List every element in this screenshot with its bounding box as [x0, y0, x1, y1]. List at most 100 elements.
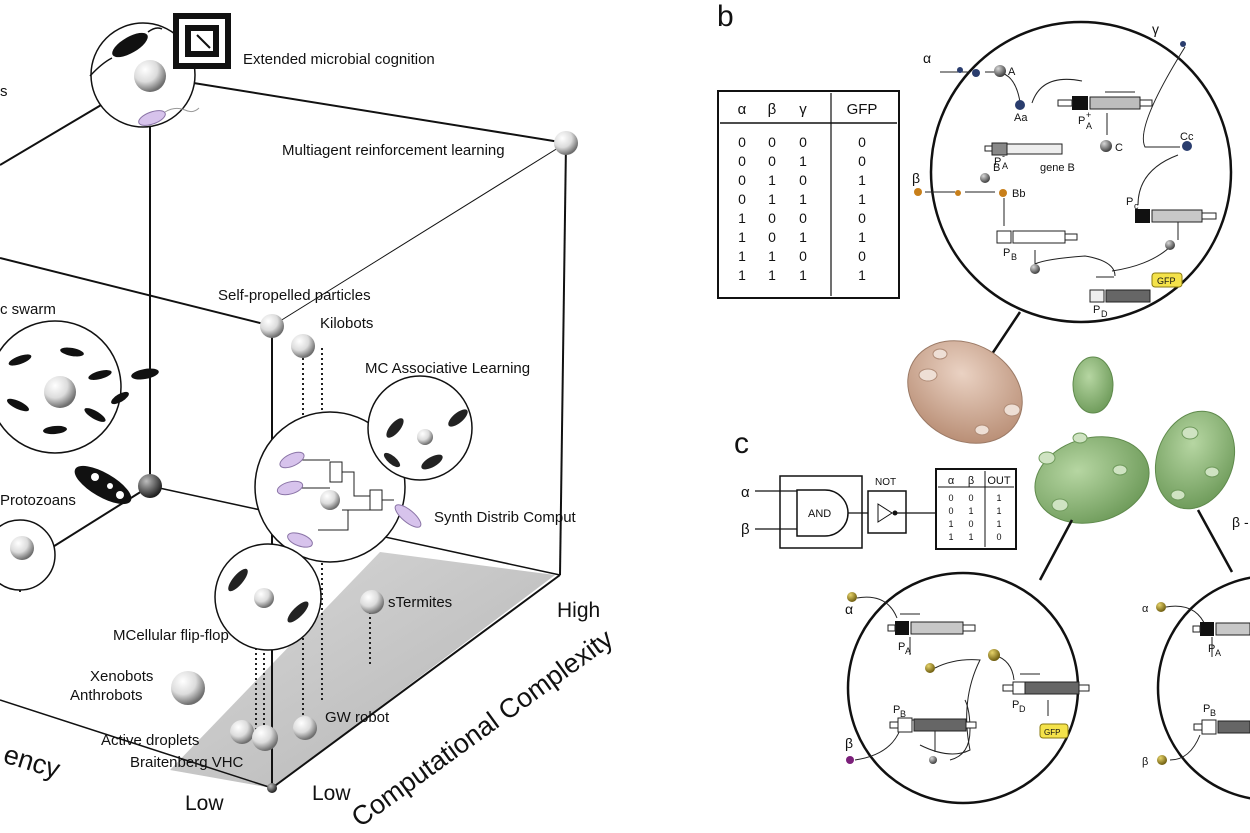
- svg-text:B: B: [1011, 252, 1017, 262]
- truth-table-b-cell: 1: [858, 191, 866, 207]
- truth-table-b-cell: 1: [768, 172, 776, 188]
- truth-table-c-cell: 1: [968, 532, 973, 542]
- sphere-synth: [320, 490, 340, 510]
- svg-text:β -: β -: [1232, 514, 1249, 530]
- truth-table-b-cell: 0: [858, 248, 866, 264]
- truth-table-c-cell: 1: [968, 506, 973, 516]
- truth-table-b-cell: 1: [738, 229, 746, 245]
- truth-table-b-cell: 0: [768, 153, 776, 169]
- svg-text:β: β: [741, 521, 750, 538]
- svg-text:A: A: [1002, 161, 1008, 171]
- svg-text:α: α: [1142, 603, 1149, 615]
- svg-text:α: α: [741, 484, 750, 501]
- svg-text:gene B: gene B: [1040, 162, 1075, 174]
- cube-spheres: [10, 60, 578, 793]
- sphere-stermites: [360, 590, 384, 614]
- svg-text:P: P: [1203, 703, 1210, 715]
- svg-text:β: β: [845, 735, 853, 751]
- svg-text:P: P: [1003, 247, 1010, 259]
- truth-table-b-cell: 1: [768, 248, 776, 264]
- truth-table-c-cell: 1: [948, 532, 953, 542]
- sphere-xenobots: [171, 671, 205, 705]
- axis-low-label-1: Low: [185, 792, 224, 815]
- truth-table-c-cell: 0: [948, 493, 953, 503]
- svg-text:D: D: [1019, 704, 1026, 714]
- truth-table-b-cell: 1: [738, 210, 746, 226]
- truth-table-b-cell: 0: [768, 134, 776, 150]
- truth-table-c-cell: 0: [996, 532, 1001, 542]
- logic-circuit-inset: [300, 459, 394, 531]
- svg-text:Bb: Bb: [1012, 188, 1025, 200]
- label-mc-associative: MC Associative Learning: [365, 360, 530, 377]
- synth-distrib-inset: [254, 411, 406, 563]
- truth-table-b-cell: 1: [738, 248, 746, 264]
- truth-table-b-cell: 1: [858, 267, 866, 283]
- truth-table-b-cell: 1: [799, 229, 807, 245]
- mc-bacteria: [383, 409, 468, 470]
- panel-c-label: c: [734, 427, 749, 460]
- label-kilobots: Kilobots: [320, 315, 373, 332]
- truth-table-b-cell: 1: [858, 229, 866, 245]
- svg-text:γ: γ: [1152, 21, 1159, 37]
- label-protozoans: Protozoans: [0, 492, 76, 509]
- truth-table-b-cell: 1: [768, 267, 776, 283]
- label-multiagent: Multiagent reinforcement learning: [282, 142, 505, 159]
- truth-table-b-cell: 0: [799, 172, 807, 188]
- svg-text:A: A: [1215, 648, 1221, 658]
- truth-table-b-header: β: [768, 101, 777, 118]
- truth-table-c-header: α: [948, 475, 955, 487]
- label-gw-robot: GW robot: [325, 709, 390, 726]
- svg-text:c: c: [1134, 201, 1139, 211]
- sphere-droplets: [230, 720, 254, 744]
- svg-text:P: P: [898, 641, 905, 653]
- maze-icon: [173, 13, 231, 69]
- truth-table-c-cell: 1: [948, 519, 953, 529]
- truth-table-c-header: β: [968, 475, 974, 487]
- label-s-fragment: s: [0, 83, 8, 100]
- svg-text:P: P: [1126, 196, 1133, 208]
- svg-text:B: B: [900, 709, 906, 719]
- genetic-circuit-c-left: α β P A P B P D GFP: [845, 592, 1090, 764]
- svg-text:C: C: [1115, 142, 1123, 154]
- truth-table-c-cell: 1: [996, 493, 1001, 503]
- swarm-particles: [6, 347, 159, 435]
- molecules-b: [914, 41, 1192, 274]
- svg-text:AND: AND: [808, 508, 831, 520]
- truth-table-c-cell: 0: [948, 506, 953, 516]
- synth-cells: [276, 451, 422, 548]
- truth-table-c-cell: 1: [996, 506, 1001, 516]
- sphere-protozoan-inset: [10, 536, 34, 560]
- circuit-circle-c-right: [1156, 576, 1250, 800]
- sphere-gw-robot: [293, 716, 317, 740]
- svg-text:P: P: [1012, 699, 1019, 711]
- axis-high-label: High: [557, 599, 600, 622]
- svg-text:GFP: GFP: [1157, 276, 1176, 286]
- truth-table-b-cell: 0: [799, 134, 807, 150]
- yeast-cells: [907, 340, 1236, 524]
- sphere-braitenberg: [252, 725, 278, 751]
- genetic-circuit-c-right: α β P A P B β -: [1142, 514, 1250, 768]
- truth-table-b-cell: 0: [768, 229, 776, 245]
- svg-text:A: A: [1008, 66, 1016, 78]
- sphere-swarm: [44, 376, 76, 408]
- logic-gate-diagram: α β AND NOT: [741, 475, 937, 549]
- label-braitenberg: Braitenberg VHC: [130, 754, 244, 771]
- protozoan-icon: [74, 465, 132, 505]
- svg-text:+: +: [1086, 110, 1091, 120]
- svg-text:α: α: [845, 601, 853, 617]
- svg-text:β: β: [1142, 756, 1148, 768]
- truth-table-b-header: γ: [799, 101, 807, 118]
- svg-text:P: P: [1208, 643, 1215, 655]
- label-swarm: c swarm: [0, 301, 56, 318]
- sphere-extended-microbial: [134, 60, 166, 92]
- label-active-droplets: Active droplets: [101, 732, 199, 749]
- truth-table-b-cell: 1: [799, 153, 807, 169]
- truth-table-c-cell: 0: [968, 493, 973, 503]
- truth-table-c-cell: 1: [996, 519, 1001, 529]
- sphere-mc: [417, 429, 433, 445]
- truth-table-b-cell: 0: [768, 210, 776, 226]
- svg-text:α: α: [923, 50, 931, 66]
